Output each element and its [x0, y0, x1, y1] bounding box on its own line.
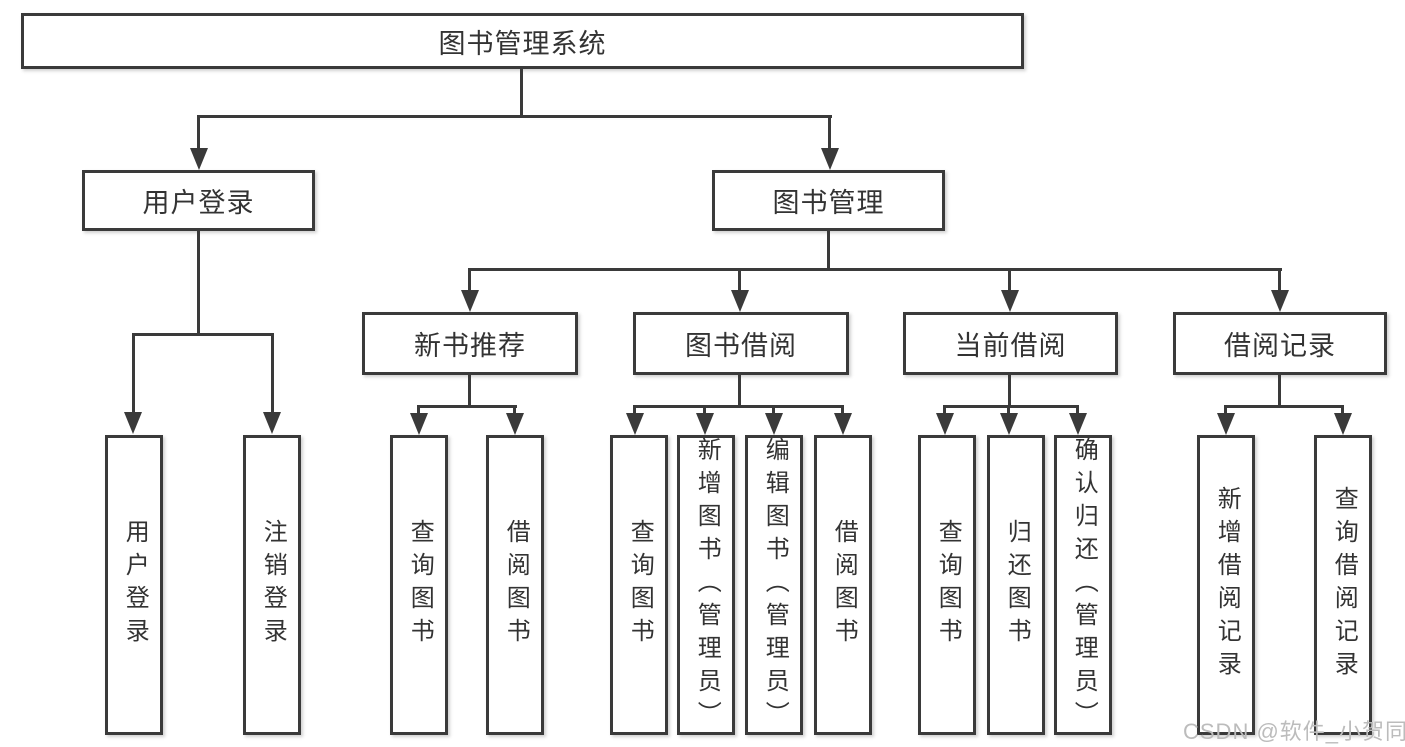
arrow-down-icon [1334, 413, 1352, 435]
connector-line [132, 333, 274, 336]
node-new-book-recommend-label: 新书推荐 [414, 331, 526, 361]
leaf-edit-book-admin-label: 编辑图书（管理员） [761, 436, 789, 734]
leaf-query-borrow-record: 查询借阅记录 [1314, 435, 1372, 735]
arrow-down-icon [263, 412, 281, 434]
connector-line [132, 333, 135, 413]
connector-line [828, 115, 831, 150]
leaf-confirm-return-admin: 确认归还（管理员） [1054, 435, 1112, 735]
node-user-login-label: 用户登录 [142, 188, 255, 218]
arrow-down-icon [696, 413, 714, 435]
leaf-user-login-label: 用户登录 [121, 519, 149, 651]
connector-line [703, 405, 706, 415]
node-current-borrowing: 当前借阅 [903, 312, 1118, 375]
connector-line [197, 229, 200, 335]
leaf-query-books-current: 查询图书 [918, 435, 976, 735]
connector-line [271, 333, 274, 413]
leaf-query-books-current-label: 查询图书 [934, 519, 962, 651]
arrow-down-icon [461, 290, 479, 312]
leaf-query-books-recommend: 查询图书 [390, 435, 448, 735]
leaf-query-books-borrow: 查询图书 [610, 435, 668, 735]
node-book-management: 图书管理 [712, 170, 945, 231]
leaf-borrow-books: 借阅图书 [814, 435, 872, 735]
arrow-down-icon [1001, 290, 1019, 312]
node-user-login: 用户登录 [82, 170, 315, 231]
connector-line [943, 405, 946, 415]
connector-line [417, 405, 517, 408]
node-book-borrowing-label: 图书借阅 [685, 331, 797, 361]
connector-line [1224, 405, 1344, 408]
node-book-borrowing: 图书借阅 [633, 312, 849, 375]
leaf-edit-book-admin: 编辑图书（管理员） [745, 435, 803, 735]
node-borrowing-records-label: 借阅记录 [1224, 331, 1336, 361]
node-borrowing-records: 借阅记录 [1173, 312, 1387, 375]
connector-line [197, 115, 200, 150]
connector-line [1008, 268, 1011, 292]
arrow-down-icon [765, 413, 783, 435]
leaf-query-books-recommend-label: 查询图书 [406, 519, 434, 651]
connector-line [943, 405, 1079, 408]
arrow-down-icon [190, 148, 208, 170]
connector-line [738, 373, 741, 408]
arrow-down-icon [506, 413, 524, 435]
node-current-borrowing-label: 当前借阅 [954, 331, 1067, 361]
connector-line [633, 405, 844, 408]
connector-line [827, 229, 830, 271]
arrow-down-icon [821, 148, 839, 170]
connector-line [738, 268, 741, 292]
connector-line [1076, 405, 1079, 415]
connector-line [197, 115, 832, 118]
arrow-down-icon [1217, 413, 1235, 435]
leaf-borrow-books-label: 借阅图书 [830, 519, 858, 651]
connector-line [1341, 405, 1344, 415]
connector-line [468, 268, 471, 292]
connector-line [1007, 405, 1010, 415]
connector-line [520, 66, 523, 117]
connector-line [1278, 268, 1281, 292]
leaf-logout-label: 注销登录 [259, 519, 287, 651]
arrow-down-icon [1271, 290, 1289, 312]
leaf-borrow-books-recommend: 借阅图书 [486, 435, 544, 735]
connector-line [772, 405, 775, 415]
arrow-down-icon [936, 413, 954, 435]
leaf-return-book: 归还图书 [987, 435, 1045, 735]
arrow-down-icon [1000, 413, 1018, 435]
arrow-down-icon [731, 290, 749, 312]
connector-line [841, 405, 844, 415]
leaf-confirm-return-admin-label: 确认归还（管理员） [1070, 436, 1098, 734]
connector-line [633, 405, 636, 415]
leaf-add-book-admin-label: 新增图书（管理员） [693, 436, 721, 734]
connector-line [1008, 373, 1011, 408]
leaf-user-login: 用户登录 [105, 435, 163, 735]
connector-line [417, 405, 420, 415]
node-root: 图书管理系统 [21, 13, 1024, 69]
node-book-management-label: 图书管理 [772, 188, 885, 218]
connector-line [468, 268, 1282, 271]
leaf-add-book-admin: 新增图书（管理员） [677, 435, 735, 735]
leaf-add-borrow-record-label: 新增借阅记录 [1213, 486, 1241, 684]
node-new-book-recommend: 新书推荐 [362, 312, 578, 375]
arrow-down-icon [410, 413, 428, 435]
leaf-logout: 注销登录 [243, 435, 301, 735]
arrow-down-icon [124, 412, 142, 434]
connector-line [513, 405, 516, 415]
leaf-borrow-books-recommend-label: 借阅图书 [502, 519, 530, 651]
csdn-watermark: CSDN @软件_小贺同学 [1183, 719, 1405, 744]
connector-line [1278, 373, 1281, 408]
leaf-add-borrow-record: 新增借阅记录 [1197, 435, 1255, 735]
leaf-query-books-borrow-label: 查询图书 [626, 519, 654, 651]
connector-line [468, 373, 471, 408]
leaf-return-book-label: 归还图书 [1003, 519, 1031, 651]
connector-line [1224, 405, 1227, 415]
arrow-down-icon [626, 413, 644, 435]
arrow-down-icon [1069, 413, 1087, 435]
node-root-label: 图书管理系统 [438, 28, 607, 59]
arrow-down-icon [834, 413, 852, 435]
leaf-query-borrow-record-label: 查询借阅记录 [1330, 486, 1358, 684]
